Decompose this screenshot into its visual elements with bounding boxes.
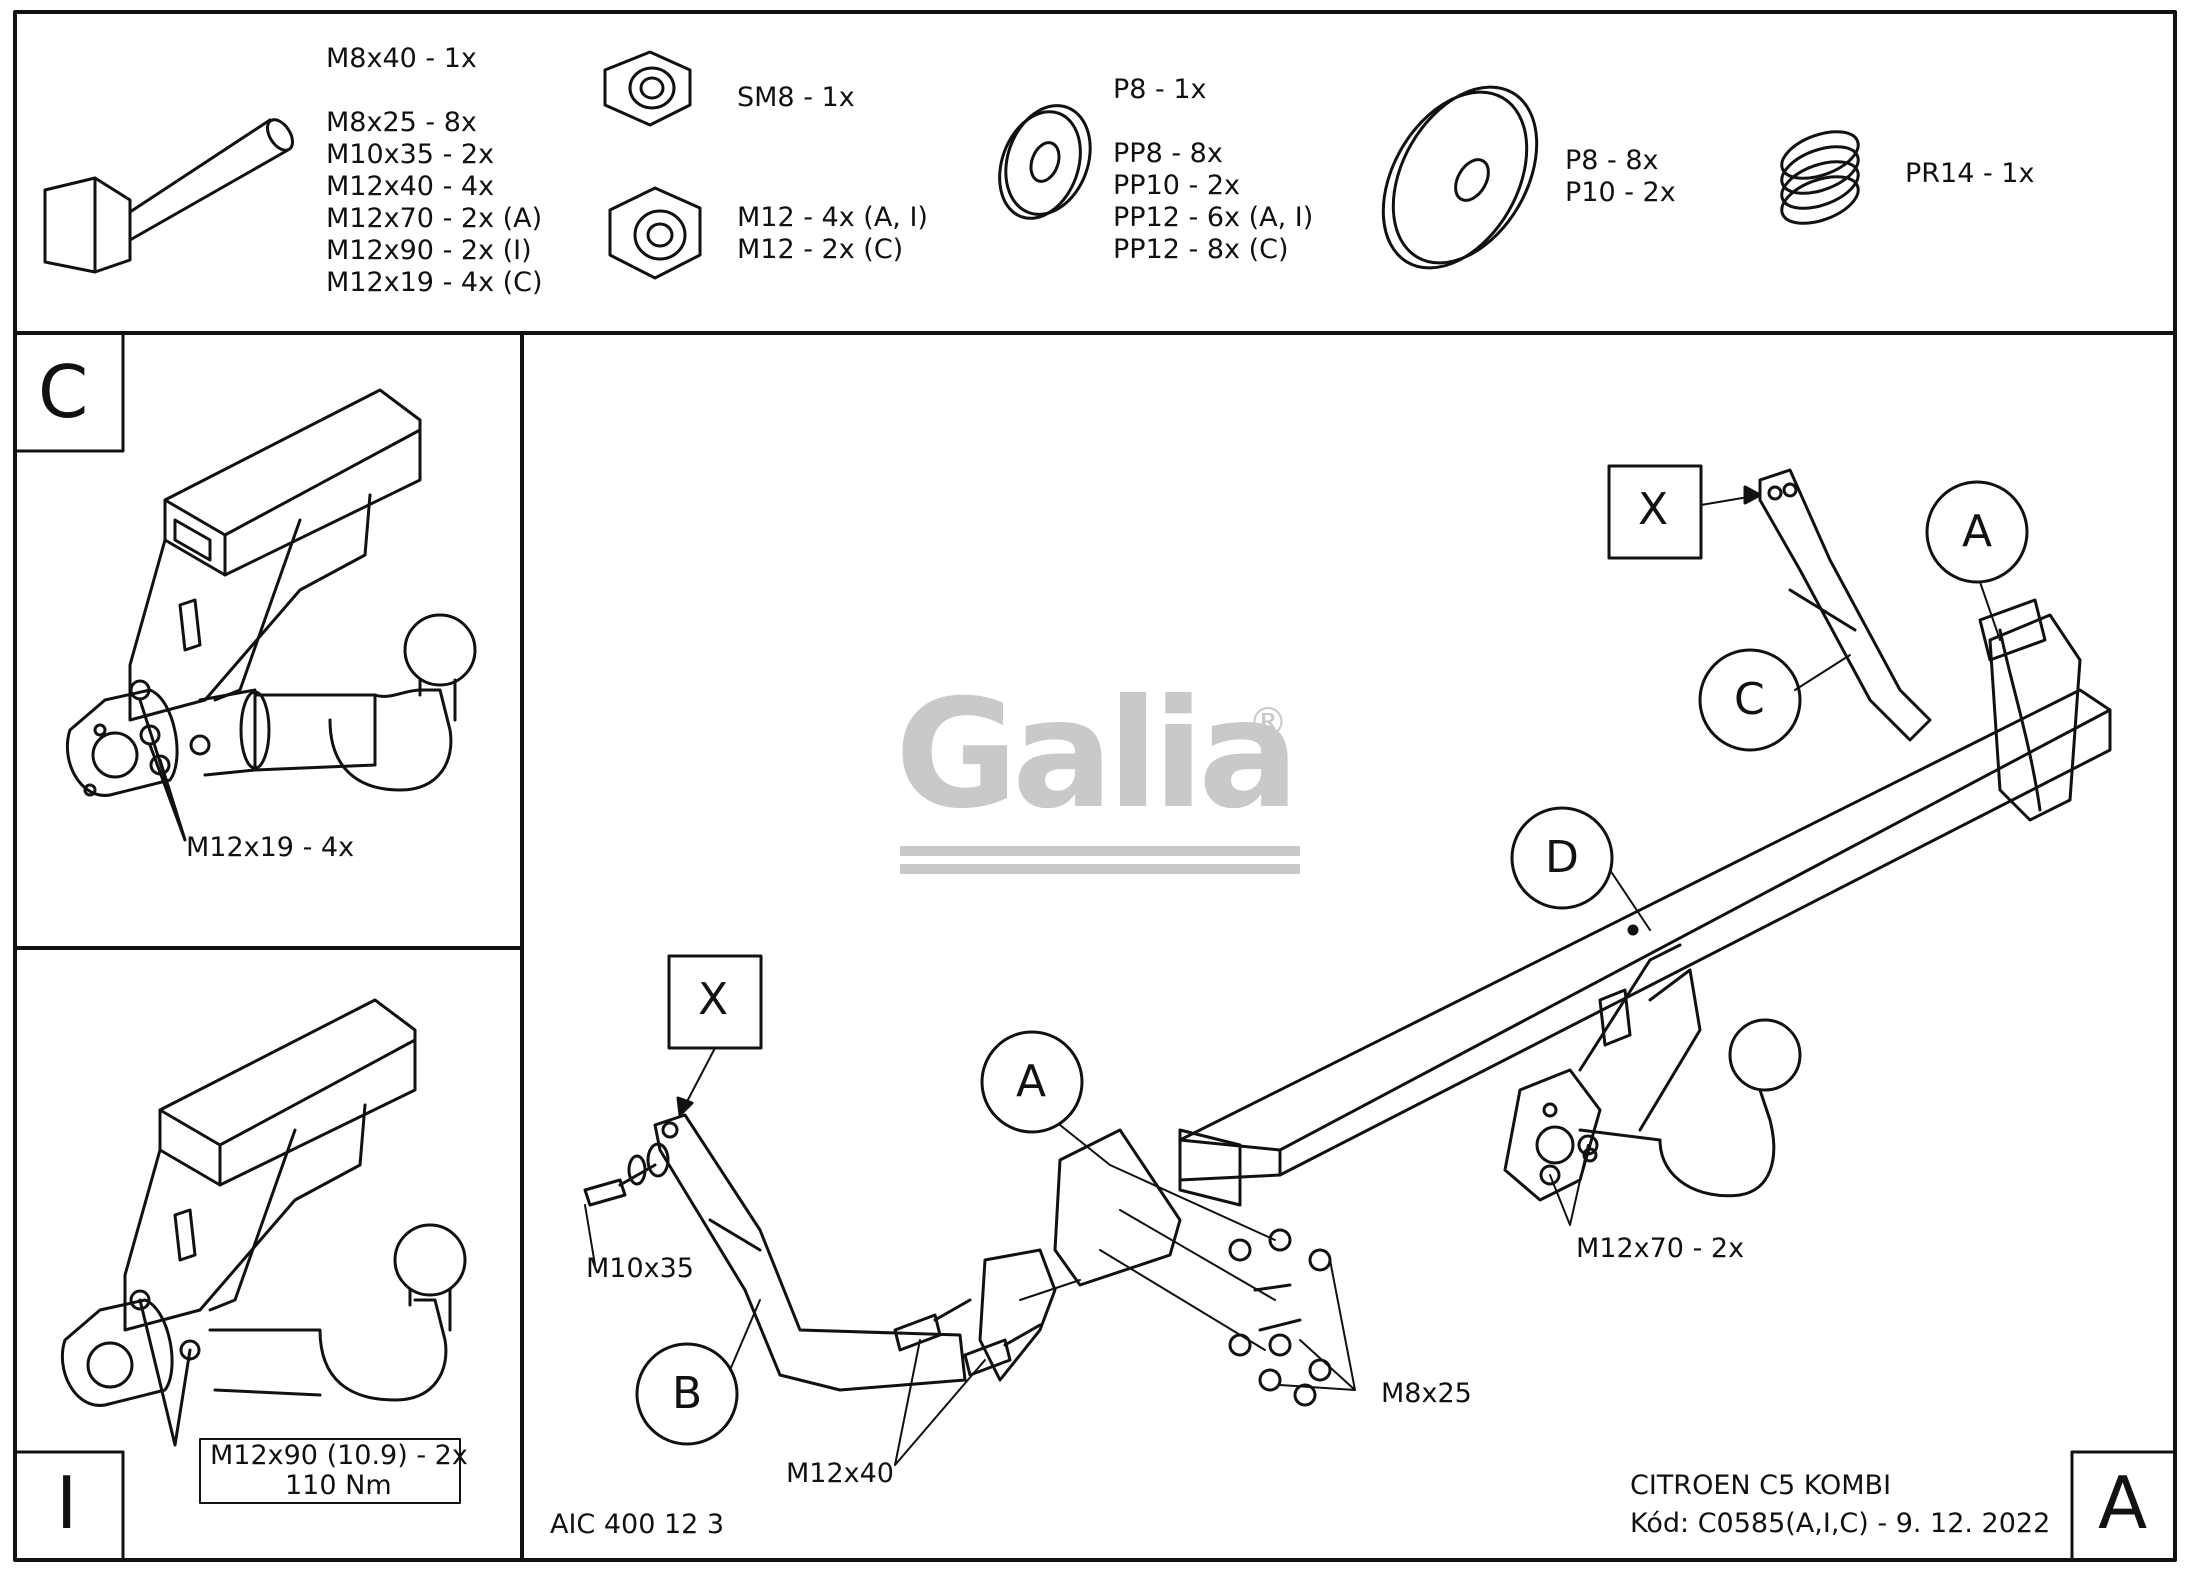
callout-b-circle	[635, 1342, 739, 1446]
panel-i-torque: 110 Nm	[285, 1470, 392, 1501]
label-m12x70: M12x70 - 2x	[1576, 1233, 1745, 1264]
bolt-spec-4: M12x70 - 2x (A)	[326, 203, 543, 234]
callout-d-circle	[1510, 806, 1614, 910]
callout-b: B	[672, 1368, 703, 1419]
callout-x-left: X	[698, 974, 729, 1025]
m12x40-bolts	[893, 1298, 1042, 1377]
label-m10x35: M10x35	[586, 1253, 694, 1284]
torque-box	[199, 1438, 461, 1504]
c-letter-box	[13, 331, 125, 453]
nut-m12-spec-1: M12 - 2x (C)	[737, 234, 904, 265]
callout-a-left-circle	[980, 1030, 1084, 1134]
m12-nut-icon	[608, 186, 702, 280]
nut-m12-spec-0: M12 - 4x (A, I)	[737, 202, 928, 233]
callout-x-top: X	[1638, 484, 1669, 535]
kod-line: Kód: C0585(A,I,C) - 9. 12. 2022	[1630, 1508, 2051, 1539]
registered-mark: ®	[1248, 700, 1288, 746]
panel-a-letter: A	[2098, 1461, 2148, 1545]
panel-c-towbar-drawing	[65, 388, 477, 842]
label-m8x25: M8x25	[1381, 1378, 1472, 1409]
large-washer-icon	[1381, 85, 1539, 270]
bolt-spec-2: M10x35 - 2x	[326, 139, 495, 170]
small-washer-icon	[998, 104, 1092, 220]
callout-x-top-box	[1607, 464, 1703, 560]
spring-spec: PR14 - 1x	[1905, 158, 2035, 189]
panel-i-letter: I	[56, 1461, 78, 1545]
washer-small-spec-1: PP8 - 8x	[1113, 138, 1223, 169]
bolt-spec-3: M12x40 - 4x	[326, 171, 495, 202]
product-code: AIC 400 12 3	[550, 1509, 725, 1540]
galia-logo: Galia	[895, 668, 1299, 842]
bolt-icon	[43, 118, 294, 274]
main-towbar-assembly	[583, 464, 2112, 1466]
panel-c-letter: C	[38, 350, 89, 434]
i-letter-box	[13, 1450, 125, 1562]
panel-c-bolt-label: M12x19 - 4x	[186, 832, 355, 863]
washer-small-spec-3: PP12 - 6x (A, I)	[1113, 202, 1314, 233]
callout-a-top-circle	[1925, 480, 2029, 584]
sm8-nut-icon	[603, 50, 692, 127]
panel-i-towbar-drawing	[60, 998, 467, 1447]
bolt-spec-6: M12x19 - 4x (C)	[326, 267, 543, 298]
panel-i-bolt-label: M12x90 (10.9) - 2x	[210, 1440, 468, 1471]
callout-a-top: A	[1962, 506, 1993, 557]
washer-large-spec-1: P10 - 2x	[1565, 177, 1676, 208]
vehicle-name: CITROEN C5 KOMBI	[1630, 1470, 1892, 1501]
right-towball	[1503, 943, 1802, 1202]
callout-c: C	[1734, 674, 1765, 725]
m10x35-bolt	[583, 1142, 670, 1207]
a-letter-box	[2070, 1450, 2177, 1562]
m8x25-bolts	[1228, 1228, 1332, 1407]
bolt-spec-5: M12x90 - 2x (I)	[326, 235, 532, 266]
washer-small-spec-2: PP10 - 2x	[1113, 170, 1240, 201]
washer-small-spec-0: P8 - 1x	[1113, 74, 1207, 105]
spring-icon	[1780, 130, 1860, 225]
nut-sm8-spec: SM8 - 1x	[737, 82, 855, 113]
bolt-spec-1: M8x25 - 8x	[326, 107, 477, 138]
washer-small-spec-4: PP12 - 8x (C)	[1113, 234, 1289, 265]
outer-frame	[13, 10, 2177, 1562]
callout-d: D	[1545, 832, 1579, 883]
label-m12x40: M12x40	[786, 1458, 894, 1489]
callout-a-left: A	[1016, 1056, 1047, 1107]
bolt-spec-0: M8x40 - 1x	[326, 43, 477, 74]
washer-large-spec-0: P8 - 8x	[1565, 145, 1659, 176]
callout-c-circle	[1698, 648, 1802, 752]
